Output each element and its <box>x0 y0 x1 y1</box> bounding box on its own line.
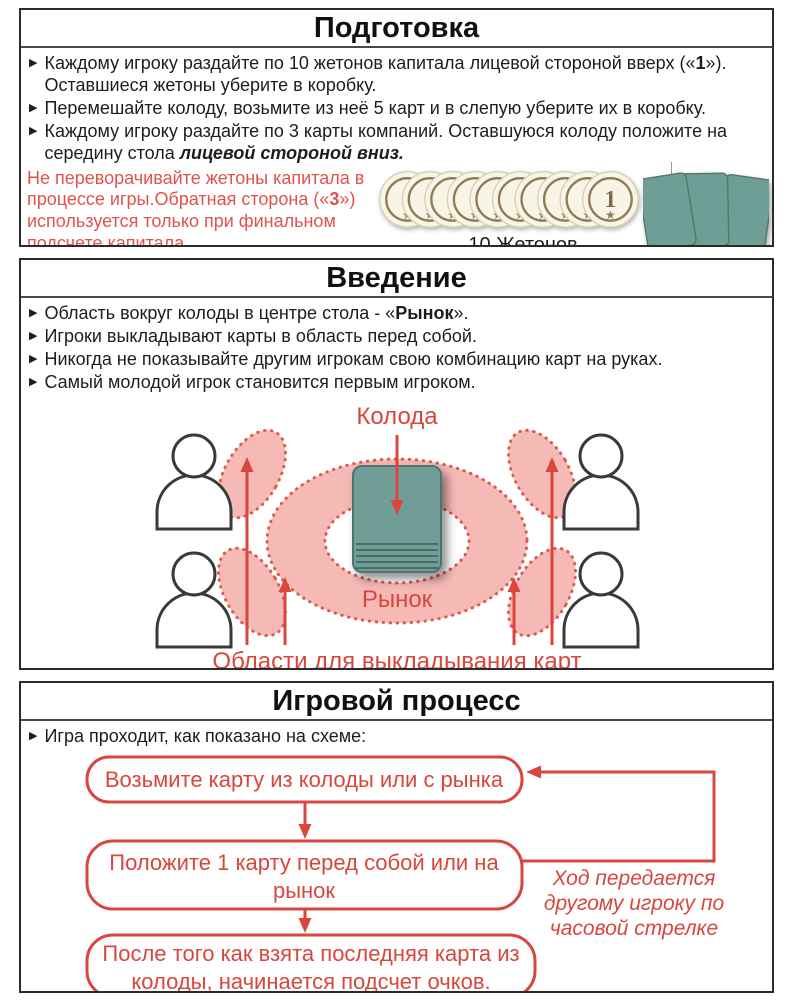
bullet-text: Самый молодой игрок становится первым иг… <box>44 371 476 392</box>
section-title: Игровой процесс <box>272 685 521 717</box>
bullet-text: Игра проходит, как показано на схеме: <box>44 726 367 746</box>
company-cards-image <box>643 172 769 245</box>
list-item: ▶ Игра проходит, как показано на схеме: <box>27 726 742 748</box>
process-bullets: ▶ Игра проходит, как показано на схеме: <box>21 721 772 748</box>
list-item: ▶ Область вокруг колоды в центре стола - … <box>27 303 742 325</box>
play-area-ellipse <box>506 428 577 520</box>
bullet-arrow-icon: ▶ <box>29 307 38 319</box>
components-illustration: 1★ 1★ 1★ 1★ 1★ 1★ 1★ 1★ 1★ 1★ 10 Жетонов <box>367 161 772 247</box>
list-item: ▶ Самый молодой игрок становится первым и… <box>27 372 742 394</box>
bullet-text: Каждому игроку раздайте по 10 жетонов ка… <box>44 53 727 95</box>
market-label: Рынок <box>361 586 432 613</box>
card <box>643 172 697 245</box>
list-item: ▶ Перемешайте колоду, возьмите из неё 5 к… <box>27 98 742 120</box>
capital-token: 1★ <box>582 170 639 228</box>
flow-step-3-label: После того как взята последняя карта из <box>102 941 519 966</box>
bullet-arrow-icon: ▶ <box>29 730 38 742</box>
title-separator <box>21 719 772 721</box>
preparation-section: Подготовка ▶ Каждому игроку раздайте по 1… <box>19 8 774 247</box>
table-layout-diagram: Колода Рынок Области для выкладывания ка… <box>21 395 772 670</box>
list-item: ▶ Игроки выкладывают карты в область пере… <box>27 326 742 348</box>
svg-text:1: 1 <box>604 187 616 213</box>
list-item: ▶ Каждому игроку раздайте по 10 жетонов к… <box>27 53 742 97</box>
flow-step-3-label: колоды, начинается подсчет очков. <box>131 969 490 993</box>
bullet-text: Область вокруг колоды в центре стола - «… <box>44 303 469 323</box>
bullet-arrow-icon: ▶ <box>29 352 38 365</box>
flow-step-2-label: Положите 1 карту перед собой или на <box>109 850 499 875</box>
tokens-block: 1★ 1★ 1★ 1★ 1★ 1★ 1★ 1★ 1★ 1★ 10 Жетонов <box>377 168 669 247</box>
preparation-bullets: ▶ Каждому игроку раздайте по 10 жетонов к… <box>21 48 772 165</box>
bullet-arrow-icon: ▶ <box>29 101 38 114</box>
game-flow-chart: Возьмите карту из колоды или с рынка Пол… <box>21 749 772 993</box>
bullet-arrow-icon: ▶ <box>29 375 38 388</box>
title-separator <box>21 296 772 298</box>
loop-back-arrow <box>521 765 715 863</box>
deck-label: Колода <box>356 403 438 430</box>
play-area-ellipse <box>216 428 287 520</box>
introduction-section: Введение ▶ Область вокруг колоды в центре… <box>19 258 774 670</box>
player-icon <box>562 433 639 531</box>
introduction-bullets: ▶ Область вокруг колоды в центре стола - … <box>21 298 772 394</box>
turn-note: другому игроку по <box>543 892 724 915</box>
capital-tokens-image: 1★ 1★ 1★ 1★ 1★ 1★ 1★ 1★ 1★ 1★ <box>379 170 639 228</box>
play-area-ellipse <box>216 546 287 638</box>
title-separator <box>21 46 772 48</box>
list-item: ▶ Каждому игроку раздайте по 3 карты комп… <box>27 121 742 165</box>
turn-note: часовой стрелке <box>549 917 717 940</box>
section-title: Подготовка <box>313 12 480 44</box>
tokens-caption: 10 Жетонов <box>468 234 578 247</box>
svg-text:★: ★ <box>605 208 616 222</box>
bullet-text: Игроки выкладывают карты в область перед… <box>44 325 477 346</box>
bullet-text: Никогда не показывайте другим игрокам св… <box>44 348 663 369</box>
play-areas-label: Области для выкладывания карт <box>212 648 581 670</box>
flow-step-3-box <box>85 933 536 991</box>
flow-step-1-label: Возьмите карту из колоды или с рынка <box>104 767 503 792</box>
game-process-section: Игровой процесс ▶ Игра проходит, как пока… <box>19 681 774 993</box>
cards-block: 3 карты <box>643 168 772 245</box>
turn-note: Ход передается <box>551 867 715 890</box>
flow-step-2-label: рынок <box>272 878 334 903</box>
bullet-arrow-icon: ▶ <box>29 329 38 342</box>
list-item: ▶ Никогда не показывайте другим игрокам с… <box>27 349 742 371</box>
bullet-text: Перемешайте колоду, возьмите из неё 5 ка… <box>44 97 706 118</box>
warning-text: Не переворачивайте жетоны капитала в про… <box>27 167 365 247</box>
bullet-arrow-icon: ▶ <box>29 57 38 69</box>
section-title: Введение <box>326 262 467 294</box>
bullet-arrow-icon: ▶ <box>29 124 38 137</box>
bullet-text: Каждому игроку раздайте по 3 карты компа… <box>44 120 728 163</box>
